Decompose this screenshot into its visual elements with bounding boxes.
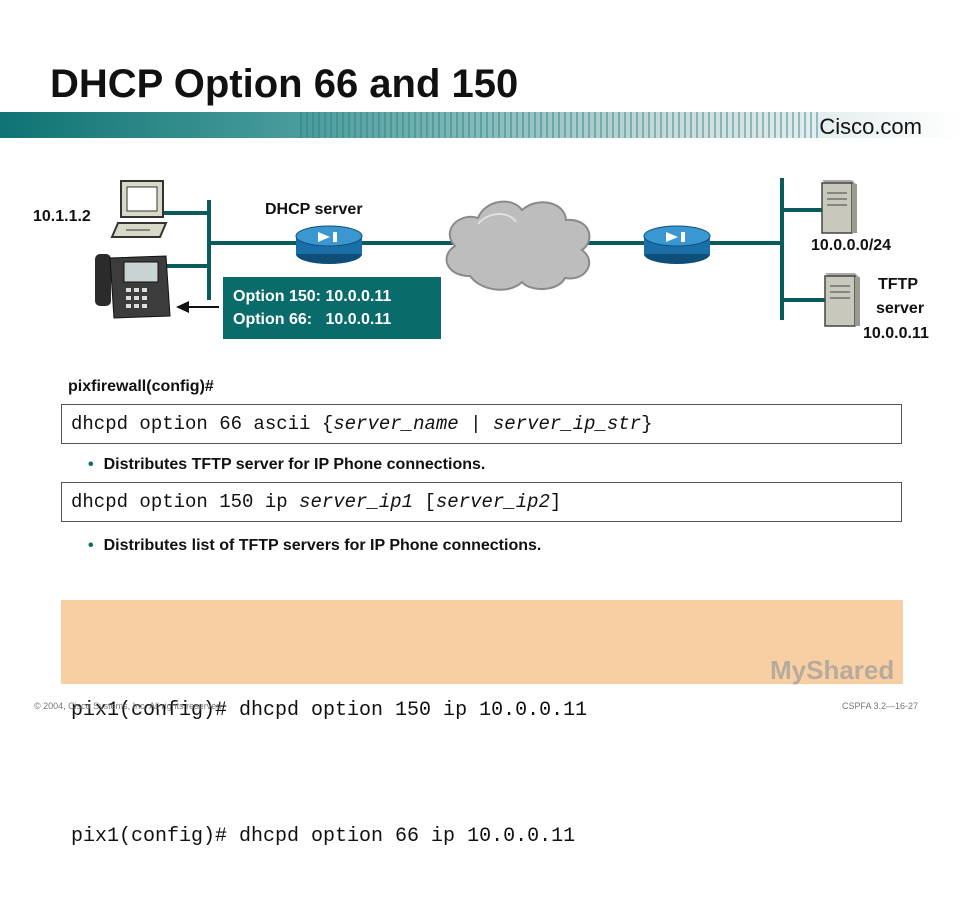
pc-icon [110, 180, 168, 238]
callout-arrow [176, 301, 219, 313]
cisco-logo: Cisco.com [819, 114, 922, 139]
cloud-icon [445, 200, 591, 291]
command-syntax-option66: dhcpd option 66 ascii {server_name | ser… [61, 404, 902, 444]
tftp-label: TFTP [878, 276, 918, 293]
command-syntax-option150: dhcpd option 150 ip server_ip1 [server_i… [61, 482, 902, 522]
callout-option66: Option 66: 10.0.0.11 [233, 311, 392, 328]
ip-phone-icon [95, 254, 171, 319]
cmd1-prefix: dhcpd option 66 ascii { [71, 413, 334, 435]
options-callout: Option 150: 10.0.0.11 Option 66: 10.0.0.… [223, 277, 441, 339]
cmd1-arg-server-name: server_name [333, 413, 459, 435]
slide-title: DHCP Option 66 and 150 [50, 62, 519, 106]
cmd2-suffix: ] [549, 491, 562, 513]
bullet-dot: • [88, 456, 94, 473]
cmd1-suffix: } [641, 413, 653, 435]
cmd2-mid: [ [413, 491, 436, 513]
config-prompt: pixfirewall(config)# [68, 378, 214, 395]
tftp-server-icon [824, 273, 860, 327]
client-ip-label: 10.1.1.2 [33, 208, 91, 225]
bullet-dot: • [88, 537, 94, 554]
router-icon [295, 225, 363, 264]
bullet-option150-text: Distributes list of TFTP servers for IP … [103, 537, 542, 554]
example-line-option66: pix1(config)# dhcpd option 66 ip 10.0.0.… [71, 825, 576, 848]
cmd1-sep: | [458, 413, 493, 435]
header-banner [0, 112, 960, 138]
cmd2-arg-server-ip2: server_ip2 [435, 491, 550, 513]
bullet-option66: • Distributes TFTP server for IP Phone co… [88, 456, 485, 474]
callout-option150: Option 150: 10.0.0.11 [233, 288, 392, 305]
footer-copyright: © 2004, Cisco Systems, Inc. All rights r… [34, 701, 224, 711]
network-diagram [95, 178, 860, 327]
router-icon [643, 225, 711, 264]
subnet-label: 10.0.0.0/24 [811, 237, 892, 254]
bullet-option66-text: Distributes TFTP server for IP Phone con… [103, 456, 486, 473]
server-icon [821, 180, 857, 234]
tftp-server-label: server [876, 300, 925, 317]
watermark: MyShared [770, 655, 895, 685]
cmd2-arg-server-ip1: server_ip1 [299, 491, 414, 513]
bullet-option150: • Distributes list of TFTP servers for IP… [88, 537, 541, 555]
footer-page-id: CSPFA 3.2—16-27 [841, 701, 918, 711]
cmd2-prefix: dhcpd option 150 ip [71, 491, 300, 513]
cmd1-arg-server-ip: server_ip_str [492, 413, 642, 435]
tftp-ip-label: 10.0.0.11 [863, 325, 929, 342]
example-line-option150: pix1(config)# dhcpd option 150 ip 10.0.0… [71, 699, 588, 722]
dhcp-server-label: DHCP server [265, 201, 363, 218]
